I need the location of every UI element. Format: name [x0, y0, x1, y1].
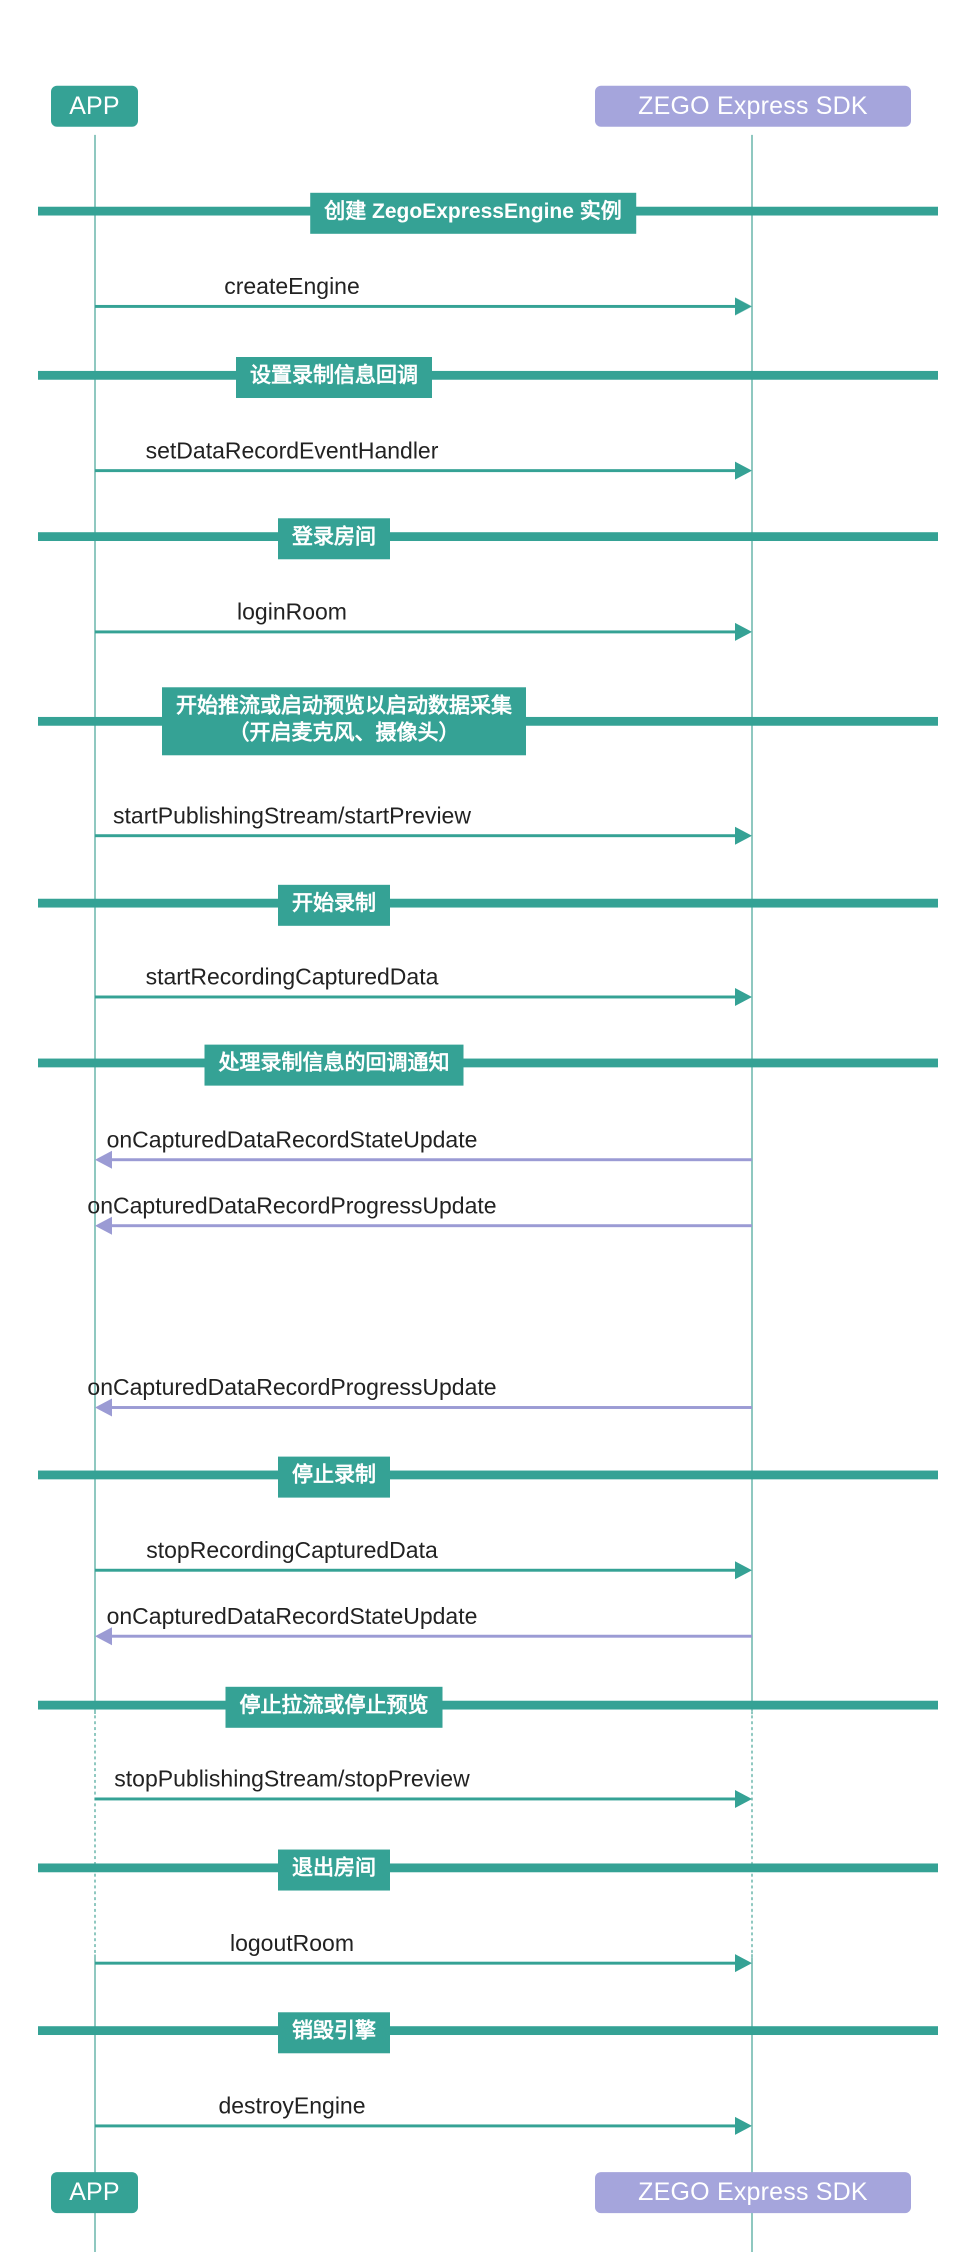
message-label-8: onCapturedDataRecordProgressUpdate	[87, 1374, 497, 1401]
section-label-10: 销毁引擎	[278, 2012, 390, 2054]
message-arrowhead-2	[735, 461, 752, 480]
section-divider-8	[38, 1700, 938, 1710]
message-arrowhead-5	[735, 987, 752, 1006]
section-label-5: 开始录制	[278, 884, 390, 926]
lifeline-sdk-gap	[751, 1710, 753, 1958]
section-label-4: 开始推流或启动预览以启动数据采集 （开启麦克风、摄像头）	[162, 687, 526, 756]
message-line-10	[112, 1634, 752, 1638]
message-label-6: onCapturedDataRecordStateUpdate	[106, 1126, 478, 1153]
section-label-3: 登录房间	[278, 518, 390, 560]
message-line-2	[95, 469, 735, 473]
message-line-1	[95, 304, 735, 308]
section-divider-10	[38, 2026, 938, 2036]
lifeline-app-gap	[94, 1710, 96, 1958]
message-line-5	[95, 995, 735, 999]
message-label-2: setDataRecordEventHandler	[145, 437, 439, 464]
participant-sdk-header[interactable]: ZEGO Express SDK	[595, 85, 911, 127]
message-label-11: stopPublishingStream/stopPreview	[114, 1765, 470, 1792]
message-label-5: startRecordingCapturedData	[145, 963, 439, 990]
section-label-7: 停止录制	[278, 1456, 390, 1498]
lifeline-app-upper	[94, 134, 96, 1711]
lifeline-sdk-upper	[751, 134, 753, 1711]
participant-app-footer-label: APP	[69, 2178, 120, 2207]
section-label-9: 退出房间	[278, 1849, 390, 1891]
section-label-6: 处理录制信息的回调通知	[204, 1044, 464, 1086]
message-label-3: loginRoom	[237, 598, 347, 625]
message-line-7	[112, 1224, 752, 1228]
message-line-12	[95, 1961, 735, 1965]
message-line-9	[95, 1568, 735, 1572]
message-line-11	[95, 1797, 735, 1801]
section-label-2: 设置录制信息回调	[236, 357, 432, 398]
section-divider-2	[38, 370, 938, 380]
message-label-13: destroyEngine	[218, 2092, 366, 2119]
message-label-9: stopRecordingCapturedData	[146, 1536, 438, 1563]
lifeline-sdk-lower	[751, 1957, 753, 2252]
message-arrowhead-13	[735, 2116, 752, 2135]
message-line-8	[112, 1406, 752, 1409]
message-label-7: onCapturedDataRecordProgressUpdate	[87, 1192, 497, 1219]
section-label-8: 停止拉流或停止预览	[225, 1686, 443, 1728]
message-line-13	[95, 2124, 735, 2128]
message-arrowhead-4	[735, 826, 752, 845]
message-label-10: onCapturedDataRecordStateUpdate	[106, 1602, 478, 1629]
section-divider-7	[38, 1470, 938, 1480]
participant-app-footer[interactable]: APP	[51, 2172, 138, 2214]
message-line-4	[95, 834, 735, 838]
section-divider-6	[38, 1058, 938, 1068]
section-divider-5	[38, 898, 938, 908]
section-divider-3	[38, 532, 938, 542]
lifeline-app-lower	[94, 1957, 96, 2252]
message-arrowhead-7	[95, 1216, 112, 1235]
message-line-3	[95, 630, 735, 634]
message-arrowhead-9	[735, 1561, 752, 1580]
message-arrowhead-8	[95, 1398, 112, 1417]
message-arrowhead-12	[735, 1954, 752, 1973]
participant-app-header-label: APP	[69, 91, 120, 120]
message-arrowhead-11	[735, 1789, 752, 1808]
message-label-1: createEngine	[224, 273, 360, 300]
participant-sdk-footer-label: ZEGO Express SDK	[638, 2178, 868, 2207]
message-label-12: logoutRoom	[229, 1929, 355, 1956]
section-label-1: 创建 ZegoExpressEngine 实例	[310, 192, 636, 234]
message-arrowhead-6	[95, 1150, 112, 1169]
message-arrowhead-10	[95, 1627, 112, 1646]
participant-sdk-footer[interactable]: ZEGO Express SDK	[595, 2172, 911, 2214]
message-arrowhead-3	[735, 622, 752, 641]
message-line-6	[112, 1158, 752, 1162]
participant-sdk-header-label: ZEGO Express SDK	[638, 91, 868, 120]
section-divider-9	[38, 1863, 938, 1873]
participant-app-header[interactable]: APP	[51, 85, 138, 127]
message-arrowhead-1	[735, 297, 752, 316]
message-label-4: startPublishingStream/startPreview	[113, 802, 471, 829]
